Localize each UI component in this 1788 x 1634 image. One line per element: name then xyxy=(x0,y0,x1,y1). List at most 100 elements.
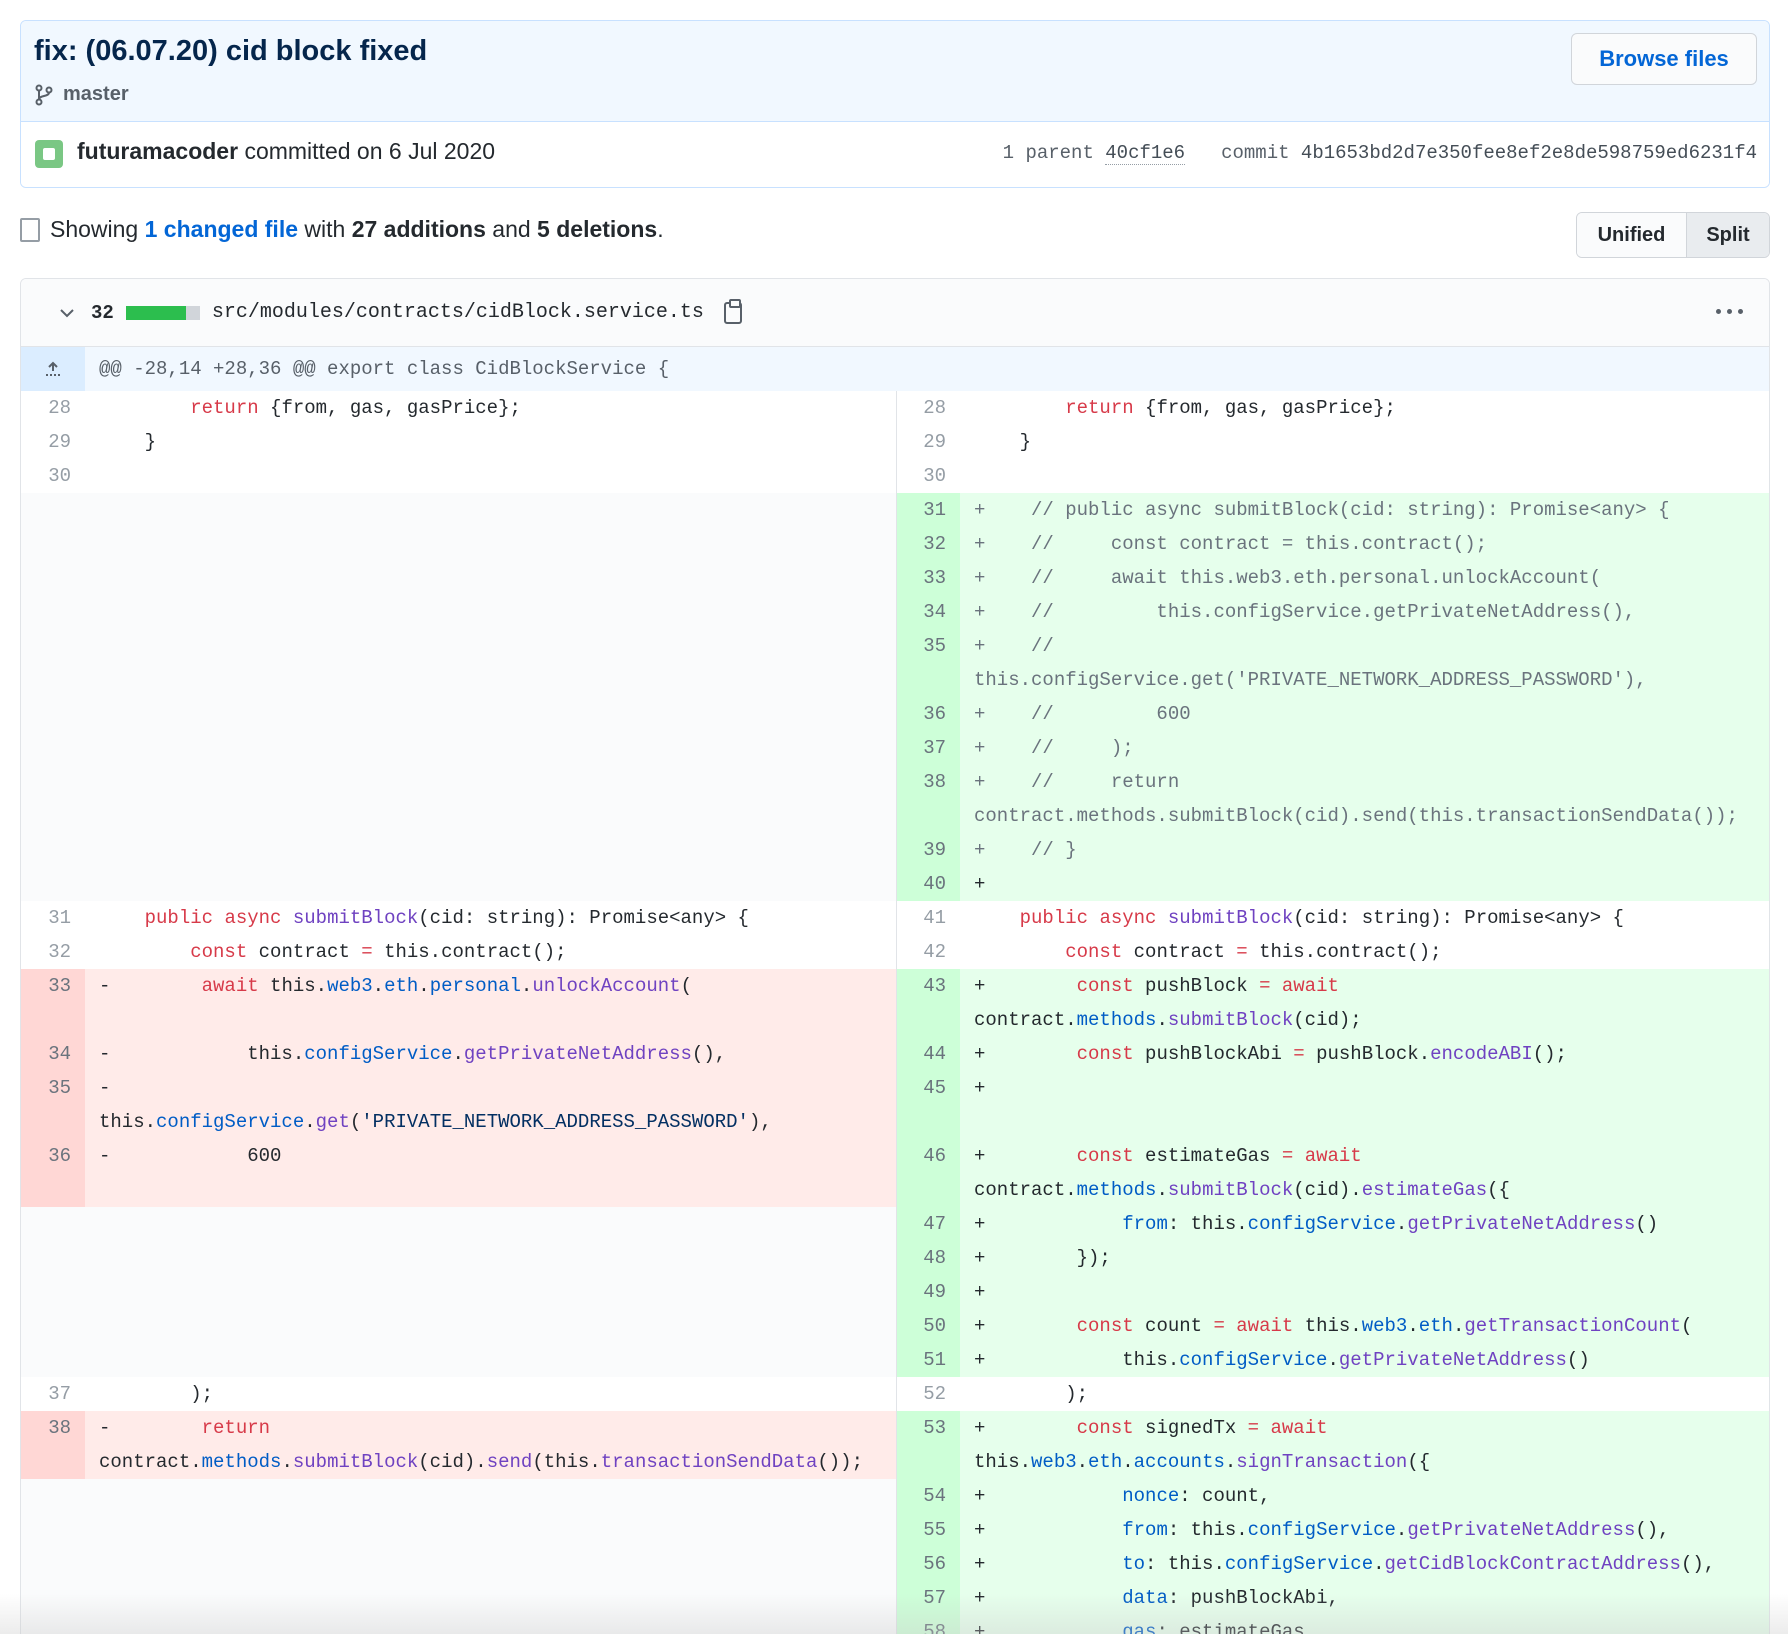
right-code-line: const contract = this.contract(); xyxy=(960,935,1769,969)
left-line-number[interactable]: 37 xyxy=(21,1377,85,1411)
right-line-number[interactable]: 50 xyxy=(896,1309,960,1343)
left-line-number xyxy=(21,697,85,731)
left-line-number xyxy=(21,493,85,527)
right-code-line: + xyxy=(960,1071,1769,1139)
diff-view-toggle: Unified Split xyxy=(1576,212,1770,258)
committed-date: committed on 6 Jul 2020 xyxy=(244,138,496,164)
left-line-number xyxy=(21,867,85,901)
left-line-number[interactable]: 38 xyxy=(21,1411,85,1479)
avatar-icon[interactable] xyxy=(35,140,63,168)
right-code-line: + // this.configService.get('PRIVATE_NET… xyxy=(960,629,1769,697)
left-code-line xyxy=(85,1275,896,1309)
file-path[interactable]: src/modules/contracts/cidBlock.service.t… xyxy=(211,301,704,324)
file-diff-icon xyxy=(20,217,40,242)
right-line-number[interactable]: 35 xyxy=(896,629,960,697)
right-line-number[interactable]: 49 xyxy=(896,1275,960,1309)
left-code-line: const contract = this.contract(); xyxy=(85,935,896,969)
right-code-line: + nonce: count, xyxy=(960,1479,1769,1513)
branch-label[interactable]: master xyxy=(35,83,129,106)
left-line-number xyxy=(21,1343,85,1377)
left-line-number[interactable]: 33 xyxy=(21,969,85,1037)
left-code-line xyxy=(85,1615,896,1634)
left-line-number xyxy=(21,1581,85,1615)
diffstat-bar xyxy=(125,305,200,320)
left-code-line: ); xyxy=(85,1377,896,1411)
right-line-number[interactable]: 53 xyxy=(896,1411,960,1479)
right-line-number[interactable]: 32 xyxy=(896,527,960,561)
left-line-number[interactable]: 28 xyxy=(21,391,85,425)
right-code-line: + // } xyxy=(960,833,1769,867)
chevron-down-icon[interactable] xyxy=(57,308,77,318)
left-line-number xyxy=(21,1547,85,1581)
left-line-number[interactable]: 34 xyxy=(21,1037,85,1071)
right-line-number[interactable]: 56 xyxy=(896,1547,960,1581)
right-line-number[interactable]: 41 xyxy=(896,901,960,935)
right-line-number[interactable]: 57 xyxy=(896,1581,960,1615)
right-line-number[interactable]: 51 xyxy=(896,1343,960,1377)
right-code-line: + const pushBlock = await contract.metho… xyxy=(960,969,1769,1037)
right-line-number[interactable]: 47 xyxy=(896,1207,960,1241)
right-line-number[interactable]: 28 xyxy=(896,391,960,425)
right-line-number[interactable]: 55 xyxy=(896,1513,960,1547)
right-code-line: + const signedTx = await this.web3.eth.a… xyxy=(960,1411,1769,1479)
right-line-number[interactable]: 54 xyxy=(896,1479,960,1513)
right-line-number[interactable]: 43 xyxy=(896,969,960,1037)
split-button[interactable]: Split xyxy=(1687,213,1769,257)
diffstat-additions-block xyxy=(125,305,186,320)
right-line-number[interactable]: 33 xyxy=(896,561,960,595)
hunk-header: @@ -28,14 +28,36 @@ export class CidBloc… xyxy=(21,346,1769,391)
right-line-number[interactable]: 46 xyxy=(896,1139,960,1207)
browse-files-button[interactable]: Browse files xyxy=(1571,33,1757,85)
left-line-number[interactable]: 31 xyxy=(21,901,85,935)
left-code-line: } xyxy=(85,425,896,459)
left-code-line: - await this.web3.eth.personal.unlockAcc… xyxy=(85,969,896,1037)
right-code-line: + const pushBlockAbi = pushBlock.encodeA… xyxy=(960,1037,1769,1071)
kebab-icon[interactable] xyxy=(1716,309,1743,314)
right-line-number[interactable]: 34 xyxy=(896,595,960,629)
branch-icon xyxy=(35,84,53,105)
commit-sha: 4b1653bd2d7e350fee8ef2e8de598759ed6231f4 xyxy=(1300,142,1757,164)
right-line-number[interactable]: 36 xyxy=(896,697,960,731)
left-line-number[interactable]: 29 xyxy=(21,425,85,459)
parent-sha-link[interactable]: 40cf1e6 xyxy=(1105,142,1186,165)
left-line-number[interactable]: 36 xyxy=(21,1139,85,1207)
right-line-number[interactable]: 29 xyxy=(896,425,960,459)
expand-up-icon[interactable] xyxy=(21,346,85,391)
right-line-number[interactable]: 42 xyxy=(896,935,960,969)
left-code-line xyxy=(85,833,896,867)
right-line-number[interactable]: 48 xyxy=(896,1241,960,1275)
right-line-number[interactable]: 37 xyxy=(896,731,960,765)
left-code-line: - this.configService.getPrivateNetAddres… xyxy=(85,1037,896,1071)
right-line-number[interactable]: 38 xyxy=(896,765,960,833)
left-line-number xyxy=(21,1615,85,1634)
right-line-number[interactable]: 30 xyxy=(896,459,960,493)
left-line-number xyxy=(21,527,85,561)
left-line-number[interactable]: 32 xyxy=(21,935,85,969)
left-code-line xyxy=(85,595,896,629)
left-code-line xyxy=(85,1343,896,1377)
right-line-number[interactable]: 39 xyxy=(896,833,960,867)
right-line-number[interactable]: 31 xyxy=(896,493,960,527)
left-code-line xyxy=(85,527,896,561)
right-line-number[interactable]: 58 xyxy=(896,1615,960,1634)
additions-count: 27 additions xyxy=(351,216,486,242)
right-line-number[interactable]: 40 xyxy=(896,867,960,901)
right-code-line: public async submitBlock(cid: string): P… xyxy=(960,901,1769,935)
commit-meta: futuramacoder committed on 6 Jul 2020 1 … xyxy=(21,122,1769,187)
parent-info: 1 parent 40cf1e6 xyxy=(1003,142,1186,165)
unified-button[interactable]: Unified xyxy=(1577,213,1687,257)
left-code-line: - return contract.methods.submitBlock(ci… xyxy=(85,1411,896,1479)
left-line-number[interactable]: 35 xyxy=(21,1071,85,1139)
left-code-line: public async submitBlock(cid: string): P… xyxy=(85,901,896,935)
hunk-text: @@ -28,14 +28,36 @@ export class CidBloc… xyxy=(99,357,670,380)
right-line-number[interactable]: 52 xyxy=(896,1377,960,1411)
changed-files-link[interactable]: 1 changed file xyxy=(144,216,298,242)
left-code-line xyxy=(85,459,896,493)
left-line-number[interactable]: 30 xyxy=(21,459,85,493)
author-link[interactable]: futuramacoder xyxy=(77,138,239,164)
clipboard-icon[interactable] xyxy=(723,298,742,324)
left-code-line: - 600 xyxy=(85,1139,896,1207)
right-line-number[interactable]: 44 xyxy=(896,1037,960,1071)
right-code-line: + this.configService.getPrivateNetAddres… xyxy=(960,1343,1769,1377)
right-line-number[interactable]: 45 xyxy=(896,1071,960,1139)
